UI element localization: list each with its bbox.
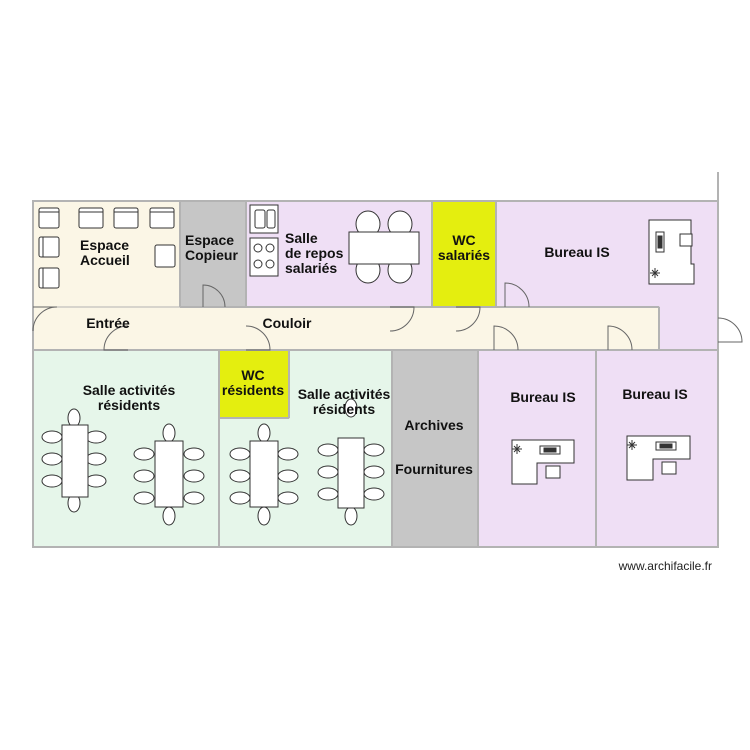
label-bureau-is-mid: Bureau IS	[510, 389, 575, 405]
chair-icon	[41, 430, 63, 444]
wc-residents-room[interactable]	[218, 349, 290, 419]
desk-bureau-top	[648, 219, 695, 285]
chair-icon	[67, 408, 81, 428]
door-icon	[103, 325, 129, 351]
door-icon	[493, 325, 519, 351]
chair-icon	[41, 452, 63, 466]
chair-icon	[133, 469, 155, 483]
label-bureau-is-right: Bureau IS	[622, 386, 687, 402]
chair-icon	[154, 244, 176, 268]
door-icon	[389, 306, 415, 332]
doors	[32, 282, 743, 351]
label-couloir: Couloir	[263, 315, 313, 331]
chair-icon	[317, 465, 339, 479]
activites-2-furniture	[229, 398, 385, 526]
repos-table	[348, 210, 420, 284]
table-icon	[154, 440, 184, 508]
chair-icon	[229, 469, 251, 483]
desk-bureau-mid	[511, 439, 575, 485]
chair-icon	[38, 236, 60, 258]
door-icon	[32, 306, 58, 332]
chair-icon	[661, 461, 677, 475]
table-icon	[337, 437, 365, 509]
door-icon	[455, 306, 481, 332]
chair-icon	[162, 506, 176, 526]
chair-icon	[38, 207, 60, 229]
chair-icon	[133, 491, 155, 505]
watermark: www.archifacile.fr	[618, 559, 712, 573]
chair-icon	[183, 447, 205, 461]
chair-icon	[85, 474, 107, 488]
label-fournitures: Fournitures	[395, 461, 473, 477]
door-icon	[607, 325, 633, 351]
chair-icon	[363, 487, 385, 501]
chair-icon	[257, 506, 271, 526]
chair-icon	[113, 207, 139, 229]
chair-icon	[545, 465, 561, 479]
chair-icon	[183, 469, 205, 483]
chair-icon	[344, 398, 358, 418]
corridor[interactable]	[32, 306, 660, 351]
chair-icon	[229, 447, 251, 461]
accueil-chairs	[38, 207, 176, 289]
chair-icon	[277, 491, 299, 505]
desk-bureau-right	[626, 435, 691, 481]
activites-1-furniture	[41, 408, 205, 526]
door-icon	[717, 317, 743, 343]
chair-icon	[85, 430, 107, 444]
chair-icon	[85, 452, 107, 466]
plant-icon	[650, 268, 660, 278]
chair-icon	[317, 487, 339, 501]
table-icon	[249, 440, 279, 508]
stove-icon	[249, 237, 279, 277]
walls	[32, 172, 719, 548]
chair-icon	[41, 474, 63, 488]
chair-icon	[277, 447, 299, 461]
table-icon	[61, 424, 89, 498]
label-archives: Archives	[404, 417, 463, 433]
chair-icon	[38, 267, 60, 289]
door-icon	[504, 282, 530, 308]
chair-icon	[344, 506, 358, 526]
door-icon	[245, 325, 271, 351]
plant-icon	[627, 440, 637, 450]
chair-icon	[363, 465, 385, 479]
chair-icon	[162, 423, 176, 443]
chair-icon	[679, 233, 693, 247]
chair-icon	[149, 207, 175, 229]
chair-icon	[133, 447, 155, 461]
chair-icon	[363, 443, 385, 457]
door-icon	[202, 284, 226, 308]
kitchenette	[249, 204, 279, 277]
chair-icon	[277, 469, 299, 483]
wc-salaries-room[interactable]	[431, 200, 497, 308]
chair-icon	[317, 443, 339, 457]
table-icon	[348, 231, 420, 265]
archives-room[interactable]	[391, 349, 479, 548]
chair-icon	[183, 491, 205, 505]
chair-icon	[257, 423, 271, 443]
label-entree: Entrée	[86, 315, 130, 331]
chair-icon	[78, 207, 104, 229]
label-bureau-is-top: Bureau IS	[544, 244, 609, 260]
chair-icon	[229, 491, 251, 505]
plant-icon	[512, 444, 522, 454]
